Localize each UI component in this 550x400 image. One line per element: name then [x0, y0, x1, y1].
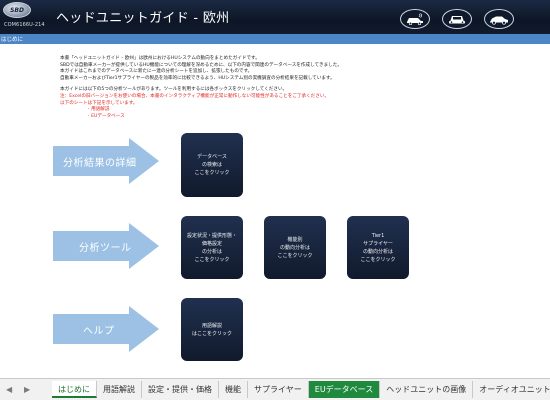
tab-audio-unit[interactable]: オーディオユニット: [473, 381, 550, 398]
tools-section-arrow: 分析ツール: [53, 223, 159, 269]
document-code: COM6166U-214: [4, 22, 45, 28]
sheet-tabs: はじめに 用語解説 設定・提供・価格 機能 サプライヤー EUデータベース ヘッ…: [52, 381, 550, 398]
car-side-button[interactable]: [484, 9, 514, 29]
scroll-right-icon[interactable]: ▶: [24, 385, 31, 394]
car-connected-button[interactable]: [400, 9, 430, 29]
sheet-tab-bar: ◀ ▶ はじめに 用語解説 設定・提供・価格 機能 サプライヤー EUデータベー…: [0, 378, 550, 400]
car-side-icon: [490, 16, 508, 25]
tab-eu-database[interactable]: EUデータベース: [308, 381, 381, 398]
scroll-left-icon[interactable]: ◀: [6, 385, 13, 394]
sheet-name-tag: はじめに: [1, 37, 24, 43]
page-title: ヘッドユニットガイド - 欧州: [56, 11, 230, 26]
sbd-logo: SBD: [3, 2, 31, 18]
button-text: 価格設定: [201, 240, 222, 247]
sheet-subbar: はじめに: [0, 34, 550, 44]
glossary-button[interactable]: 用語解説 はここをクリック: [181, 298, 243, 361]
arrow-shape-icon: [53, 306, 159, 352]
button-text: はここをクリック: [191, 330, 232, 337]
button-text: の動向分析は: [279, 244, 310, 251]
tab-function[interactable]: 機能: [219, 381, 248, 398]
usage-line: 本ガイドには以下の5つの分析ツールがあります。ツールを利用するには各ボックスをク…: [60, 87, 288, 93]
car-front-button[interactable]: [442, 9, 472, 29]
tab-glossary[interactable]: 用語解説: [97, 381, 142, 398]
tools-section-label: 分析ツール: [79, 242, 132, 254]
sheet-list-item: - 用語解説: [88, 107, 110, 113]
database-button[interactable]: データベース の検索は ここをクリック: [181, 133, 243, 197]
arrow-shape-icon: [53, 223, 159, 269]
intro-text: 本書「ヘッドユニットガイド – 欧州」は欧州におけるHUシステムの動向をまとめた…: [60, 56, 500, 120]
button-text: Tier1: [371, 232, 385, 239]
tab-setup-price[interactable]: 設定・提供・価格: [142, 381, 219, 398]
analysis-section-arrow: 分析結果の詳細: [53, 138, 159, 184]
button-text: の検索は: [201, 162, 222, 168]
arrow-shape-icon: [53, 138, 159, 184]
tab-intro[interactable]: はじめに: [52, 381, 97, 398]
button-text: 機能別: [287, 236, 303, 243]
tab-headunit-images[interactable]: ヘッドユニットの画像: [380, 381, 474, 398]
car-front-icon: [449, 16, 465, 24]
help-section-label: ヘルプ: [83, 325, 115, 337]
analysis-section-label: 分析結果の詳細: [63, 157, 137, 169]
app-header: SBD COM6166U-214 ヘッドユニットガイド - 欧州: [0, 0, 550, 34]
button-text: サプライヤー: [363, 240, 393, 247]
intro-line: 自動車メーカーおよびTier1サプライヤーの製品を効率的に比較できるよう、HUシ…: [60, 75, 335, 81]
intro-line: 本ガイドはこれまでのデータベースに新たに一連の分析シートを追加し、拡張したもので…: [60, 69, 253, 75]
tab-supplier[interactable]: サプライヤー: [248, 381, 309, 398]
button-text: ここをクリック: [194, 170, 230, 176]
button-text: 設定状況・提供形態・: [186, 232, 237, 239]
intro-line: 本書「ヘッドユニットガイド – 欧州」は欧州におけるHUシステムの動向をまとめた…: [60, 56, 260, 61]
button-text: データベース: [197, 154, 227, 160]
button-text: の動向分析は: [362, 248, 393, 255]
button-text: ここをクリック: [360, 256, 396, 263]
warning-line: 以下のシートは下記を示しています。: [60, 100, 138, 106]
help-section-arrow: ヘルプ: [53, 306, 159, 352]
supplier-button[interactable]: Tier1 サプライヤー の動向分析は ここをクリック: [347, 216, 409, 279]
button-text: の分析は: [201, 248, 222, 255]
setup-price-button[interactable]: 設定状況・提供形態・ 価格設定 の分析は ここをクリック: [181, 216, 243, 279]
button-text: 用語解説: [201, 322, 222, 329]
function-button[interactable]: 機能別 の動向分析は ここをクリック: [264, 216, 326, 279]
warning-line: 注：Excelの旧バージョンをお使いの場合、本書のインタラクティブ機能が正常に動…: [60, 93, 330, 99]
button-text: ここをクリック: [277, 252, 313, 259]
sheet-list-item: - EUデータベース: [88, 113, 125, 119]
button-text: ここをクリック: [194, 256, 230, 263]
intro-line: SBDでは自動車メーカーが提供しているHU機能についての理解を深めるために、以下…: [60, 62, 342, 68]
car-connected-icon: [407, 13, 423, 25]
